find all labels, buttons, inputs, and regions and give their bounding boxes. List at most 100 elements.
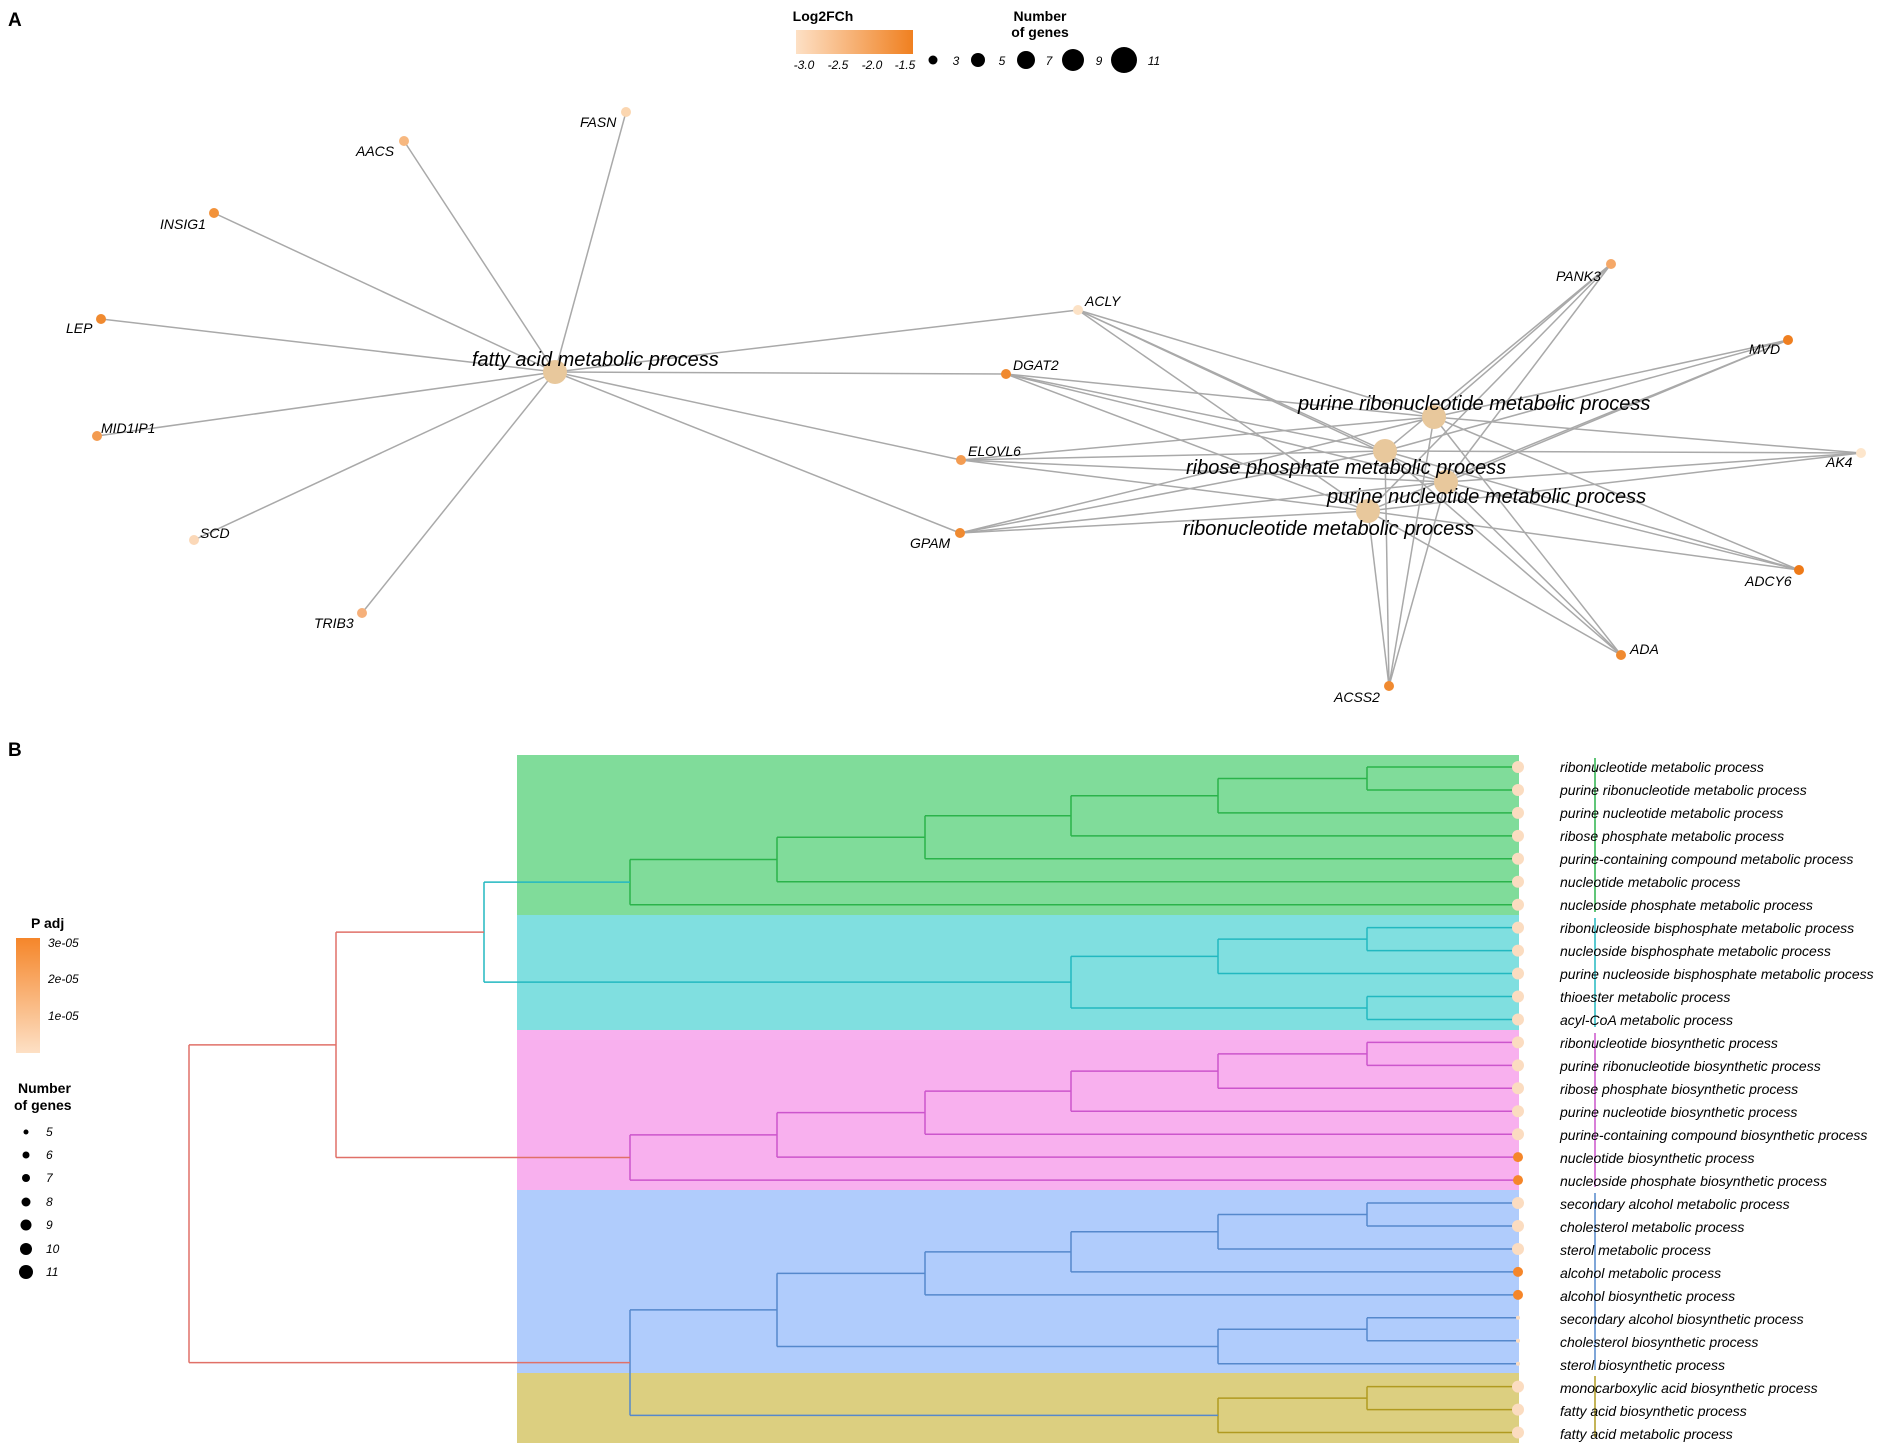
gene-labels: FASN AACS INSIG1 LEP MID1IP1 SCD TRIB3 A… — [66, 114, 1853, 705]
edge — [96, 371, 556, 437]
panel-b-legend: P adj 3e-05 2e-05 1e-05 Number of genes … — [14, 915, 79, 1279]
gene-node-insig1 — [209, 208, 219, 218]
gene-label: AK4 — [1825, 454, 1853, 470]
leaf-label: purine nucleotide metabolic process — [1559, 805, 1783, 821]
padj-tick: 3e-05 — [48, 936, 79, 950]
edge — [554, 371, 1007, 375]
process-node-purine-ribonucleotide — [1422, 405, 1446, 429]
process-label: ribonucleotide metabolic process — [1183, 518, 1474, 540]
edge — [1445, 263, 1612, 483]
leaf-label: purine nucleoside bisphosphate metabolic… — [1559, 966, 1874, 982]
leaf-label: sterol biosynthetic process — [1560, 1357, 1725, 1373]
leaf-label: nucleotide biosynthetic process — [1560, 1150, 1755, 1166]
padj-tick: 1e-05 — [48, 1009, 79, 1023]
edge — [1388, 416, 1435, 687]
cluster-bg-fatty-acid — [517, 1373, 1519, 1443]
size-legend-tick: 7 — [1046, 54, 1054, 68]
leaf-dot — [1512, 1082, 1524, 1095]
edge — [1005, 373, 1386, 452]
gene-label: DGAT2 — [1013, 357, 1059, 373]
edge — [554, 309, 1079, 373]
leaf-dot — [1516, 1315, 1520, 1320]
process-node-ribonucleotide — [1356, 499, 1380, 523]
size-legend-b-dot — [20, 1219, 32, 1231]
edge — [1367, 263, 1612, 512]
leaf-label: alcohol biosynthetic process — [1560, 1288, 1735, 1304]
edge — [1077, 309, 1369, 512]
process-nodes — [543, 360, 1458, 523]
cluster-bg-nucleotide-metabolic — [517, 755, 1519, 915]
edge — [959, 416, 1435, 534]
size-legend-tick: 11 — [1148, 54, 1160, 68]
edge — [403, 140, 556, 373]
edge — [1384, 450, 1800, 571]
leaf-dot — [1512, 1380, 1524, 1393]
gene-node-gpam — [955, 528, 965, 538]
edge — [1433, 416, 1622, 656]
leaf-label: alcohol metabolic process — [1560, 1265, 1721, 1281]
size-legend-b-tick: 9 — [46, 1218, 53, 1232]
leaf-dot — [1512, 944, 1524, 957]
edge — [1384, 450, 1390, 687]
leaf-label: purine ribonucleotide biosynthetic proce… — [1559, 1058, 1821, 1074]
leaf-label: nucleoside bisphosphate metabolic proces… — [1560, 943, 1831, 959]
leaf-dot — [1512, 1403, 1524, 1416]
gene-node-fasn — [621, 107, 631, 117]
gene-label: ADCY6 — [1744, 573, 1792, 589]
leaf-label: nucleotide metabolic process — [1560, 874, 1741, 890]
gene-node-ak4 — [1856, 448, 1866, 458]
edge — [959, 510, 1369, 534]
edge — [960, 450, 1386, 461]
gene-label: SCD — [200, 525, 230, 541]
gene-node-dgat2 — [1001, 369, 1011, 379]
size-legend-tick: 3 — [953, 54, 960, 68]
edge — [100, 318, 556, 373]
edge — [1367, 510, 1800, 571]
leaf-dot — [1512, 1013, 1524, 1026]
log2fch-tick: -2.0 — [862, 58, 883, 72]
edge — [1005, 373, 1435, 418]
edge — [960, 416, 1435, 461]
leaf-dot — [1513, 1289, 1523, 1300]
size-legend-tick: 9 — [1096, 54, 1103, 68]
gene-label: AACS — [355, 143, 395, 159]
process-label: fatty acid metabolic process — [472, 349, 719, 371]
size-legend-title: of genes — [1011, 24, 1069, 40]
process-label: ribose phosphate metabolic process — [1186, 457, 1506, 479]
size-legend-dot — [928, 55, 938, 65]
leaf-label: purine ribonucleotide metabolic process — [1559, 782, 1807, 798]
leaf-labels: ribonucleotide metabolic process purine … — [1559, 759, 1874, 1442]
edge — [1367, 510, 1390, 687]
gene-label: FASN — [580, 114, 617, 130]
gene-node-scd — [189, 535, 199, 545]
gene-node-pank3 — [1606, 259, 1616, 269]
process-label: purine nucleotide metabolic process — [1326, 486, 1646, 508]
gene-label: ADA — [1629, 641, 1659, 657]
edge — [1005, 373, 1369, 512]
edge — [1384, 450, 1862, 454]
edge — [1445, 481, 1622, 656]
gene-node-lep — [96, 314, 106, 324]
edge — [1445, 481, 1800, 571]
leaf-label: cholesterol metabolic process — [1560, 1219, 1744, 1235]
leaf-dot — [1512, 1242, 1524, 1255]
gene-node-acss2 — [1384, 681, 1394, 691]
edge — [1384, 339, 1789, 452]
leaf-dots — [1512, 761, 1524, 1439]
size-legend-dot — [971, 53, 985, 67]
gene-label: ACSS2 — [1333, 689, 1380, 705]
leaf-label: cholesterol biosynthetic process — [1560, 1334, 1758, 1350]
size-legend-b-dot — [23, 1129, 29, 1135]
leaf-dot — [1512, 806, 1524, 819]
leaf-dot — [1513, 1175, 1523, 1186]
log2fch-legend-title: Log2FCh — [793, 8, 854, 24]
leaf-label: ribose phosphate biosynthetic process — [1560, 1081, 1798, 1097]
process-node-purine-nucleotide — [1434, 470, 1458, 494]
size-legend-tick: 5 — [999, 54, 1006, 68]
size-legend-dot — [1017, 51, 1035, 69]
size-legend-b-tick: 11 — [46, 1265, 58, 1279]
size-legend-dot — [1062, 49, 1084, 71]
leaf-label: acyl-CoA metabolic process — [1560, 1012, 1733, 1028]
gene-node-aacs — [399, 136, 409, 146]
edge — [1388, 481, 1447, 687]
